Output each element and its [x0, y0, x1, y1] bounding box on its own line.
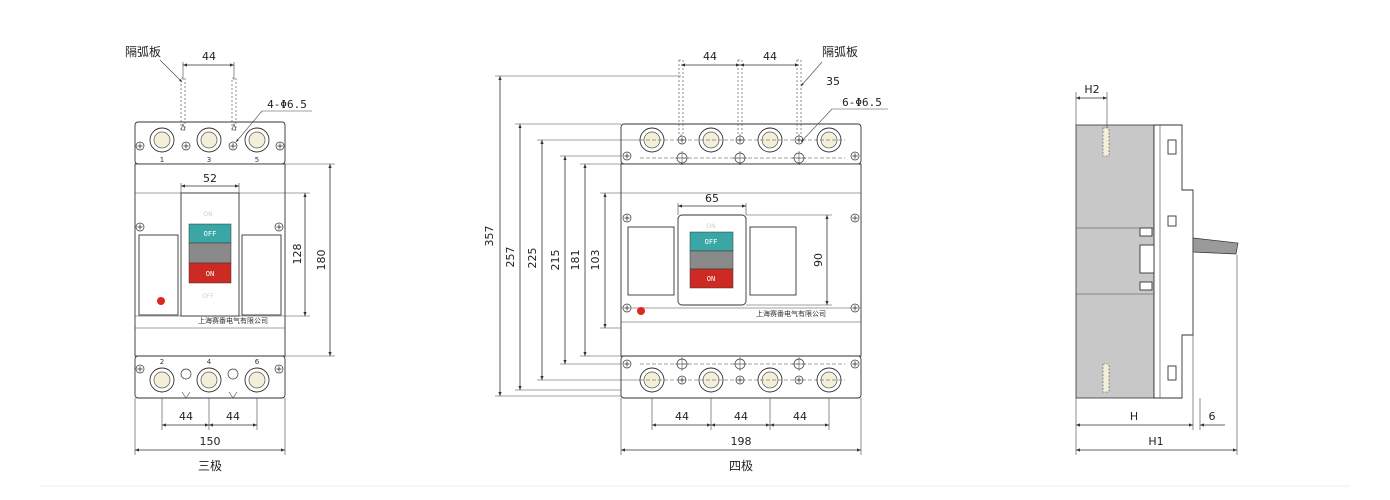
right-panel [241, 234, 282, 316]
screw-icon [622, 151, 632, 161]
off-label: OFF [705, 238, 718, 246]
three-pole-view: 1 3 5 ON OFF OFF ON 上海赛番电气有限公司 2 4 [125, 45, 335, 473]
dim-pitch-bottom-3: 44 [793, 410, 807, 423]
right-panel [749, 226, 797, 296]
terminal-label: 3 [207, 156, 211, 164]
barrier-label: 隔弧板 [125, 45, 161, 59]
dim-181: 181 [569, 250, 582, 271]
left-panel [627, 226, 675, 296]
dim-width: 150 [200, 435, 221, 448]
dim-pitch-top-1: 44 [703, 50, 717, 63]
hole-label: 6-Φ6.5 [842, 96, 882, 109]
on-button[interactable] [188, 262, 232, 284]
terminal-label: 2 [160, 358, 164, 366]
mount-screw-icon [135, 364, 145, 374]
screw-icon [135, 141, 145, 151]
terminal-5 [244, 127, 270, 153]
mount-screw-icon [622, 303, 632, 313]
barrier-label: 隔弧板 [822, 45, 858, 59]
dim-pitch-bottom-1: 44 [675, 410, 689, 423]
dim-pitch-bottom-2: 44 [734, 410, 748, 423]
dim-width: 198 [731, 435, 752, 448]
mount-screw-icon [850, 213, 860, 223]
side-view: H2 H 6 H1 [1075, 83, 1239, 455]
on-label: ON [707, 275, 715, 283]
dim-pitch-top-2: 44 [763, 50, 777, 63]
dim-pitch-bottom-2: 44 [226, 410, 240, 423]
screw-icon [622, 359, 632, 369]
terminal-2 [149, 367, 175, 393]
arc-barrier [678, 59, 684, 136]
screw-icon [228, 141, 238, 151]
ghost-on-label: ON [203, 211, 212, 218]
dim-103: 103 [589, 250, 602, 271]
hole-label: 4-Φ6.5 [267, 98, 307, 111]
dim-128: 128 [291, 244, 304, 265]
dim-65: 65 [705, 192, 719, 205]
mount-screw-icon [135, 222, 145, 232]
terminal-3 [196, 127, 222, 153]
terminal-label: 1 [160, 156, 164, 164]
arc-barrier [796, 59, 802, 136]
dim-35: 35 [826, 75, 840, 88]
dim-180: 180 [315, 250, 328, 271]
dim-h2: H2 [1084, 83, 1099, 96]
four-pole-caption: 四极 [729, 459, 753, 473]
dim-h1: H1 [1148, 435, 1163, 448]
ghost-off-label: OFF [202, 293, 214, 300]
dim-357: 357 [483, 226, 496, 247]
dim-257: 257 [504, 247, 517, 268]
dim-215: 215 [549, 250, 562, 271]
three-pole-caption: 三极 [198, 459, 222, 473]
mount-screw-icon [274, 364, 284, 374]
screw-icon [850, 359, 860, 369]
dim-225: 225 [526, 248, 539, 269]
brand-label: 上海赛番电气有限公司 [198, 316, 268, 325]
terminal-label: 4 [207, 358, 212, 366]
screw-icon [275, 141, 285, 151]
four-pole-view: 44 44 隔弧板 35 6-Φ6.5 ON OFF ON 上海赛番电气有限公司 [483, 45, 888, 473]
screw-icon [850, 151, 860, 161]
mount-screw-icon [274, 222, 284, 232]
mount-screw-icon [622, 213, 632, 223]
terminal-1 [149, 127, 175, 153]
terminal-label: 5 [255, 156, 259, 164]
dim-h: H [1130, 410, 1138, 423]
terminal-4 [196, 367, 222, 393]
terminal-label: 6 [255, 358, 260, 366]
handle-neutral [689, 250, 734, 270]
handle-neutral [188, 242, 232, 264]
indicator-lamp [637, 307, 645, 315]
dim-6: 6 [1209, 410, 1216, 423]
mount-screw-icon [850, 303, 860, 313]
off-label: OFF [204, 230, 217, 238]
arc-barrier [737, 59, 743, 136]
on-label: ON [206, 270, 214, 278]
indicator-lamp [157, 297, 165, 305]
dim-handle: 52 [203, 172, 217, 185]
on-button[interactable] [689, 268, 734, 289]
dim-pitch-bottom-1: 44 [179, 410, 193, 423]
screw-icon [181, 141, 191, 151]
ghost-on-label: ON [706, 223, 715, 230]
dim-90: 90 [812, 253, 825, 267]
handle [1192, 237, 1239, 255]
terminal-6 [244, 367, 270, 393]
dim-pitch-top: 44 [202, 50, 216, 63]
brand-label: 上海赛番电气有限公司 [756, 309, 826, 318]
